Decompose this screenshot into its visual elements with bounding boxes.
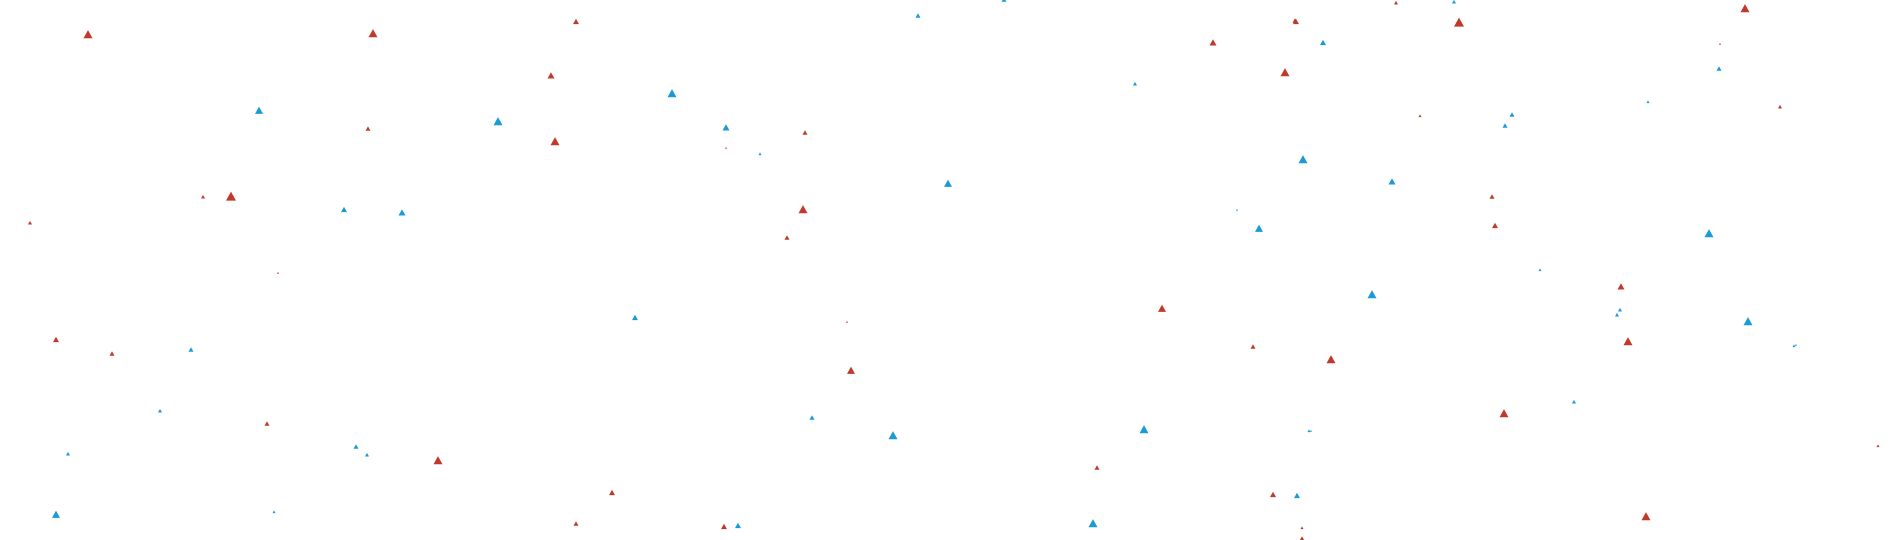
triangle-up-red-icon [784,235,790,240]
triangle-up-red-icon [547,72,555,79]
triangle-up-blue-icon [667,89,677,98]
marker-layer [28,0,1880,540]
triangle-up-red-icon [83,30,93,39]
triangle-up-blue-icon [1001,0,1007,2]
triangle-up-red-icon [573,18,579,25]
triangle-up-red-icon [1492,222,1498,229]
triangle-up-blue-icon [1618,307,1622,312]
triangle-up-red-icon [1158,304,1166,312]
triangle-up-red-icon [725,146,727,149]
triangle-up-blue-icon [735,522,741,529]
triangle-up-red-icon [1299,536,1305,540]
triangle-up-red-icon [721,523,727,530]
triangle-up-red-icon [1292,18,1298,23]
triangle-up-red-icon [1454,17,1464,27]
triangle-up-blue-icon [1307,429,1311,433]
triangle-up-red-icon [1719,42,1721,45]
triangle-up-blue-icon [1538,268,1542,272]
triangle-up-blue-icon [158,408,162,413]
triangle-up-red-icon [226,191,236,201]
triangle-up-red-icon [1617,283,1625,290]
triangle-up-red-icon [1778,104,1782,109]
triangle-up-blue-icon [632,314,638,321]
triangle-up-red-icon [609,489,615,496]
triangle-up-blue-icon [1320,39,1326,46]
triangle-up-blue-icon [398,209,406,216]
triangle-up-blue-icon [888,431,898,440]
triangle-up-blue-icon [915,13,921,18]
triangle-up-blue-icon [255,106,263,114]
triangle-up-blue-icon [1795,343,1797,346]
triangle-up-red-icon [1209,39,1217,46]
triangle-up-blue-icon [1572,399,1576,404]
triangle-up-red-icon [1876,444,1880,448]
triangle-up-red-icon [264,421,270,426]
triangle-up-red-icon [847,366,855,374]
triangle-up-blue-icon [1792,344,1796,348]
triangle-up-blue-icon [1310,429,1312,432]
triangle-up-red-icon [798,205,808,214]
triangle-up-blue-icon [188,347,194,352]
triangle-up-blue-icon [809,415,815,420]
triangle-up-blue-icon [52,510,60,518]
triangle-up-red-icon [53,336,59,343]
triangle-up-red-icon [1394,0,1398,5]
triangle-up-blue-icon [1294,492,1300,499]
triangle-up-blue-icon [1704,229,1714,238]
triangle-up-blue-icon [722,124,730,131]
triangle-up-blue-icon [1255,224,1263,232]
triangle-up-blue-icon [1615,312,1619,317]
triangle-up-red-icon [1270,491,1276,498]
triangle-up-blue-icon [1133,81,1137,86]
triangle-up-blue-icon [758,152,762,156]
triangle-up-red-icon [550,137,560,146]
triangle-up-blue-icon [1367,290,1377,299]
triangle-up-red-icon [1623,337,1633,346]
triangle-up-red-icon [109,351,115,356]
triangle-up-red-icon [1641,512,1651,521]
triangle-up-red-icon [1499,409,1509,418]
triangle-up-red-icon [1489,194,1495,199]
triangle-up-red-icon [277,271,279,274]
triangle-up-blue-icon [341,206,347,213]
triangle-up-blue-icon [944,179,952,187]
triangle-up-red-icon [1418,114,1422,118]
triangle-up-blue-icon [1298,155,1308,164]
triangle-up-red-icon [1300,526,1304,530]
triangle-up-blue-icon [1716,66,1722,71]
triangle-up-blue-icon [1743,317,1753,326]
triangle-up-red-icon [433,456,443,465]
triangle-up-red-icon [1250,344,1256,349]
triangle-up-blue-icon [1502,123,1508,128]
triangle-up-blue-icon [1236,208,1238,211]
triangle-up-red-icon [1280,68,1290,77]
triangle-up-red-icon [573,521,579,526]
triangle-up-blue-icon [272,510,276,514]
triangle-up-red-icon [365,126,371,131]
triangle-up-red-icon [802,130,808,135]
triangle-up-blue-icon [493,117,503,126]
triangle-up-red-icon [201,194,205,199]
triangle-up-red-icon [368,29,378,38]
triangle-up-blue-icon [1452,0,1456,4]
triangle-up-blue-icon [1646,100,1650,104]
triangle-up-red-icon [28,220,32,225]
triangle-up-blue-icon [365,452,369,457]
triangle-up-red-icon [1094,465,1100,470]
triangle-up-blue-icon [1388,178,1396,185]
triangle-up-blue-icon [1139,425,1149,434]
triangle-up-blue-icon [1088,519,1098,528]
triangle-up-red-icon [846,320,848,323]
triangle-up-red-icon [1326,355,1336,364]
triangle-up-red-icon [1740,4,1750,13]
triangle-up-blue-icon [1509,112,1515,117]
triangle-up-blue-icon [66,451,70,456]
triangle-up-blue-icon [353,444,359,449]
